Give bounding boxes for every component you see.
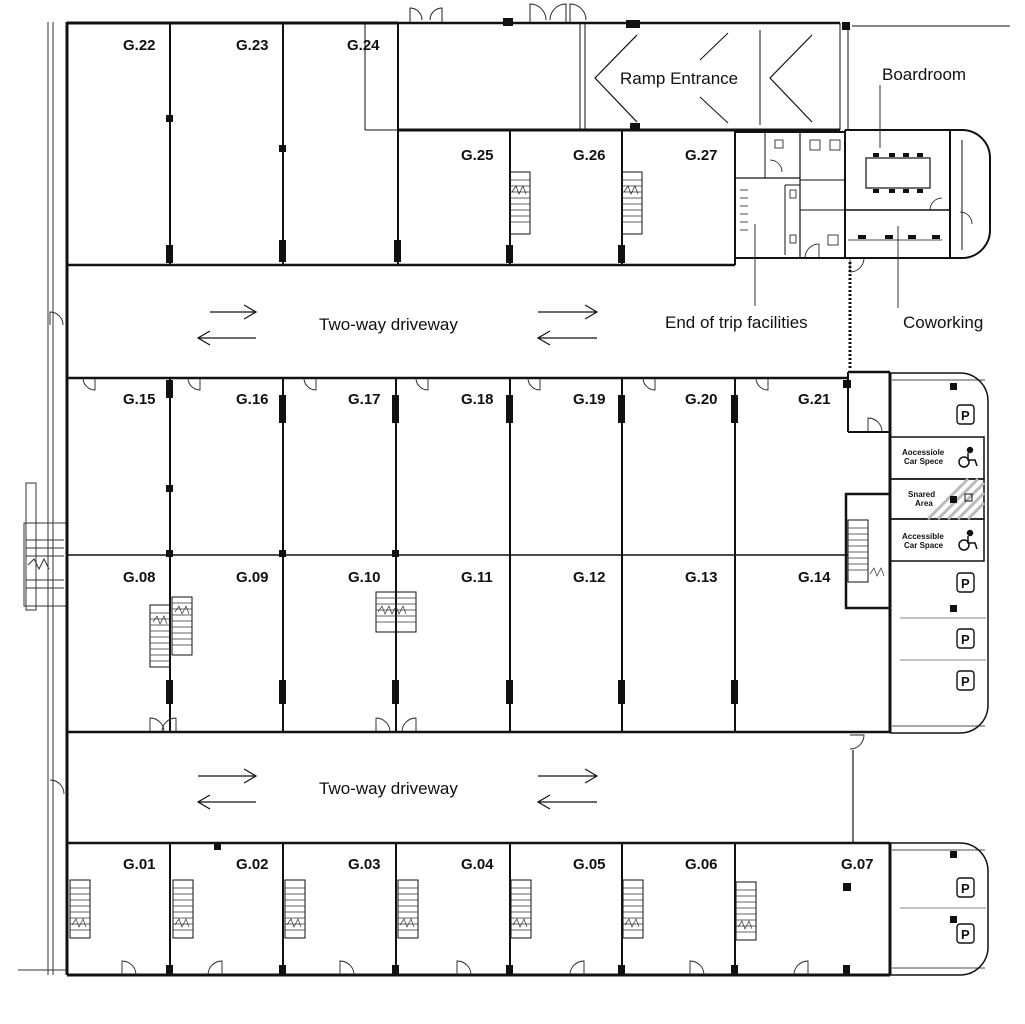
accessible-space-label: Car Space [904, 541, 944, 550]
left-boundary [18, 22, 67, 975]
door-swing-icon [121, 960, 809, 976]
stair-icon [70, 887, 756, 933]
unit-label: G.20 [685, 391, 718, 408]
driveway-label: Two-way driveway [319, 315, 458, 334]
coworking-label: Coworking [903, 313, 983, 332]
parking-sign-label: P [961, 576, 970, 591]
parking-markers [950, 383, 957, 923]
unit-label: G.02 [236, 856, 269, 873]
door-swing-icon [49, 311, 883, 795]
unit-label: G.16 [236, 391, 269, 408]
parking-sign-label: P [961, 927, 970, 942]
shared-area-icon [964, 493, 973, 502]
top-units-walls [67, 23, 735, 267]
unit-label: G.26 [573, 147, 606, 164]
unit-label: G.13 [685, 569, 718, 586]
shared-area-label: Area [915, 499, 933, 508]
unit-label: G.18 [461, 391, 494, 408]
unit-label: G.12 [573, 569, 606, 586]
top-doors [409, 3, 587, 22]
driveway-label: Two-way driveway [319, 779, 458, 798]
arrow-left-icon [196, 330, 256, 346]
upper-driveway-arrows [196, 304, 599, 346]
middle-block-walls [67, 370, 892, 734]
unit-label: G.04 [461, 856, 494, 873]
shared-area-label: Snared [908, 490, 935, 499]
parking-sign-icon [956, 404, 975, 944]
chairs [858, 153, 940, 239]
unit-label: G.05 [573, 856, 606, 873]
end-of-trip-label: End of trip facilities [665, 313, 808, 332]
unit-label: G.22 [123, 37, 156, 54]
unit-label: G.24 [347, 37, 380, 54]
accessible-space-label: Car Spece [904, 457, 944, 466]
accessible-space-label: Accessible [902, 532, 944, 541]
stair-icon [150, 527, 885, 662]
unit-label: G.21 [798, 391, 831, 408]
ramp-entrance-label: Ramp Entrance [620, 69, 738, 88]
unit-label: G.14 [798, 569, 831, 586]
arrow-left-icon [196, 794, 256, 810]
second-row-walls [509, 130, 736, 265]
unit-label: G.15 [123, 391, 156, 408]
unit-label: G.08 [123, 569, 156, 586]
unit-label: G.06 [685, 856, 718, 873]
parking-sign-label: P [961, 674, 970, 689]
unit-label: G.07 [841, 856, 874, 873]
unit-label: G.25 [461, 147, 494, 164]
wheelchair-icon [958, 446, 978, 468]
unit-label: G.23 [236, 37, 269, 54]
end-of-trip-block [735, 130, 846, 259]
unit-label: G.27 [685, 147, 718, 164]
outer-walls [65, 21, 892, 977]
unit-label: G.01 [123, 856, 156, 873]
unit-label: G.10 [348, 569, 381, 586]
lower-driveway-arrows [196, 768, 599, 810]
unit-label: G.03 [348, 856, 381, 873]
ramp [398, 21, 1010, 132]
unit-label: G.17 [348, 391, 381, 408]
unit-label: G.19 [573, 391, 606, 408]
parking-sign-label: P [961, 881, 970, 896]
wheelchair-icon [958, 529, 978, 551]
stair-icon [510, 179, 642, 223]
boardroom-coworking-block [845, 129, 991, 273]
shared-area-hatch [926, 477, 986, 521]
parking-lower [890, 842, 989, 976]
leader-lines [754, 85, 899, 308]
arrow-right-icon [538, 304, 599, 320]
bottom-row-walls [67, 841, 890, 975]
accessible-space-label: Aocessiole [902, 448, 945, 457]
unit-label: G.09 [236, 569, 269, 586]
unit-label: G.11 [461, 569, 493, 586]
arrow-right-icon [538, 768, 599, 784]
arrow-right-icon [198, 768, 258, 784]
parking-upper [889, 372, 989, 734]
parking-sign-label: P [961, 632, 970, 647]
arrow-left-icon [536, 330, 597, 346]
arrow-right-icon [210, 304, 258, 320]
boardroom-label: Boardroom [882, 65, 966, 84]
parking-sign-label: P [961, 408, 970, 423]
wall-posts [166, 18, 851, 975]
arrow-left-icon [536, 794, 597, 810]
